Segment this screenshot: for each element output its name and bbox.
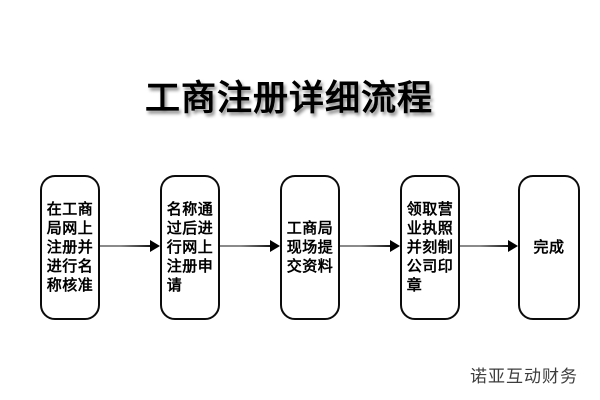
flow-step-5: 完成 [518, 175, 580, 320]
arrow-head [150, 240, 160, 252]
flow-step-5-label: 完成 [533, 239, 565, 256]
arrow-head [270, 240, 280, 252]
flow-step-3: 工商局 现场提 交资料 [280, 175, 340, 320]
arrow-shaft [340, 245, 392, 247]
flow-step-1-label: 在工商 局网上 注册并 进行名 称核准 [46, 201, 94, 294]
flow-step-4: 领取营 业执照 并刻制 公司印 章 [400, 175, 460, 320]
arrow-head [508, 240, 518, 252]
arrow-shaft [220, 245, 272, 247]
arrow-shaft [100, 245, 152, 247]
watermark: 诺亚互动财务 [470, 367, 578, 386]
arrow-shaft [460, 245, 510, 247]
flow-step-3-label: 工商局 现场提 交资料 [286, 220, 334, 275]
flow-step-4-label: 领取营 业执照 并刻制 公司印 章 [406, 201, 454, 294]
page-title: 工商注册详细流程 [145, 79, 434, 118]
flow-step-1: 在工商 局网上 注册并 进行名 称核准 [40, 175, 100, 320]
flow-step-2: 名称通 过后进 行网上 注册申 请 [160, 175, 220, 320]
flow-step-2-label: 名称通 过后进 行网上 注册申 请 [166, 201, 214, 294]
arrow-head [390, 240, 400, 252]
